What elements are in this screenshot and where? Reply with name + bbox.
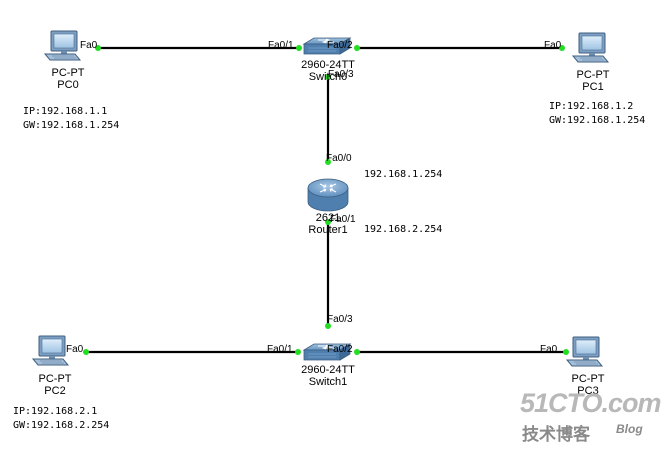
port-label-pc3-fa0: Fa0 <box>540 344 558 355</box>
router1-model-label: 2621 <box>315 212 341 224</box>
router1-name-label: Router1 <box>308 224 348 236</box>
pc-icon <box>572 32 609 63</box>
port-label-switch1-fa0-1: Fa0/1 <box>267 344 293 355</box>
port-led <box>559 45 565 51</box>
pc0[interactable] <box>44 30 81 61</box>
port-led <box>354 45 360 51</box>
pc-icon <box>566 336 603 367</box>
note-pc1-gw[interactable]: GW:192.168.1.254 <box>549 115 646 126</box>
links <box>86 46 566 354</box>
port-label-switch0-fa0-3: Fa0/3 <box>328 69 354 80</box>
pc2-name-label: PC2 <box>44 385 66 397</box>
pc3[interactable] <box>566 336 603 367</box>
port-led <box>325 219 331 225</box>
note-pc2-gw[interactable]: GW:192.168.2.254 <box>13 420 110 431</box>
pc0-model-label: PC-PT <box>51 67 85 79</box>
note-pc0-ip[interactable]: IP:192.168.1.1 <box>23 106 108 117</box>
port-led <box>325 74 331 80</box>
pc2-model-label: PC-PT <box>38 373 72 385</box>
note-pc0-gw[interactable]: GW:192.168.1.254 <box>23 120 120 131</box>
port-label-switch1-fa0-2: Fa0/2 <box>327 344 353 355</box>
pc0-name-label: PC0 <box>57 79 79 91</box>
pc-icon <box>32 335 69 366</box>
pc3-model-label: PC-PT <box>571 373 605 385</box>
switch1-model-label: 2960-24TT <box>301 364 355 376</box>
pc2[interactable] <box>32 335 69 366</box>
pc-icon <box>44 30 81 61</box>
pc3-name-label: PC3 <box>577 385 599 397</box>
port-led <box>325 323 331 329</box>
watermark-subtitle: 技术博客 <box>522 425 590 445</box>
switch1-name-label: Switch1 <box>308 376 348 388</box>
port-label-switch1-fa0-3: Fa0/3 <box>327 314 353 325</box>
switch0-name-label: Switch0 <box>308 71 348 83</box>
note-pc2-ip[interactable]: IP:192.168.2.1 <box>13 406 98 417</box>
port-label-router1-fa0-0: Fa0/0 <box>326 153 352 164</box>
pc1[interactable] <box>572 32 609 63</box>
port-label-pc0-fa0: Fa0 <box>80 40 98 51</box>
port-led <box>95 45 101 51</box>
note-router1-fa0-0-ip[interactable]: 192.168.1.254 <box>364 169 443 180</box>
port-leds <box>83 45 569 355</box>
watermark-logo: 51CTO.com <box>520 388 662 418</box>
port-led <box>295 349 301 355</box>
pc1-name-label: PC1 <box>582 81 604 93</box>
port-label-switch0-fa0-1: Fa0/1 <box>268 40 294 51</box>
port-label-switch0-fa0-2: Fa0/2 <box>327 40 353 51</box>
port-led <box>296 45 302 51</box>
router1[interactable] <box>307 178 349 212</box>
port-led <box>325 159 331 165</box>
port-led <box>354 349 360 355</box>
switch0-model-label: 2960-24TT <box>301 59 355 71</box>
note-pc1-ip[interactable]: IP:192.168.1.2 <box>549 101 634 112</box>
router-icon <box>307 178 349 212</box>
port-led <box>563 349 569 355</box>
port-label-router1-fa0-1: Fa0/1 <box>330 214 356 225</box>
watermark-blog: Blog <box>616 422 643 436</box>
note-router1-fa0-1-ip[interactable]: 192.168.2.254 <box>364 224 443 235</box>
port-label-pc1-fa0: Fa0 <box>544 40 562 51</box>
pc1-model-label: PC-PT <box>576 69 610 81</box>
port-led <box>83 349 89 355</box>
port-label-pc2-fa0: Fa0 <box>66 344 84 355</box>
